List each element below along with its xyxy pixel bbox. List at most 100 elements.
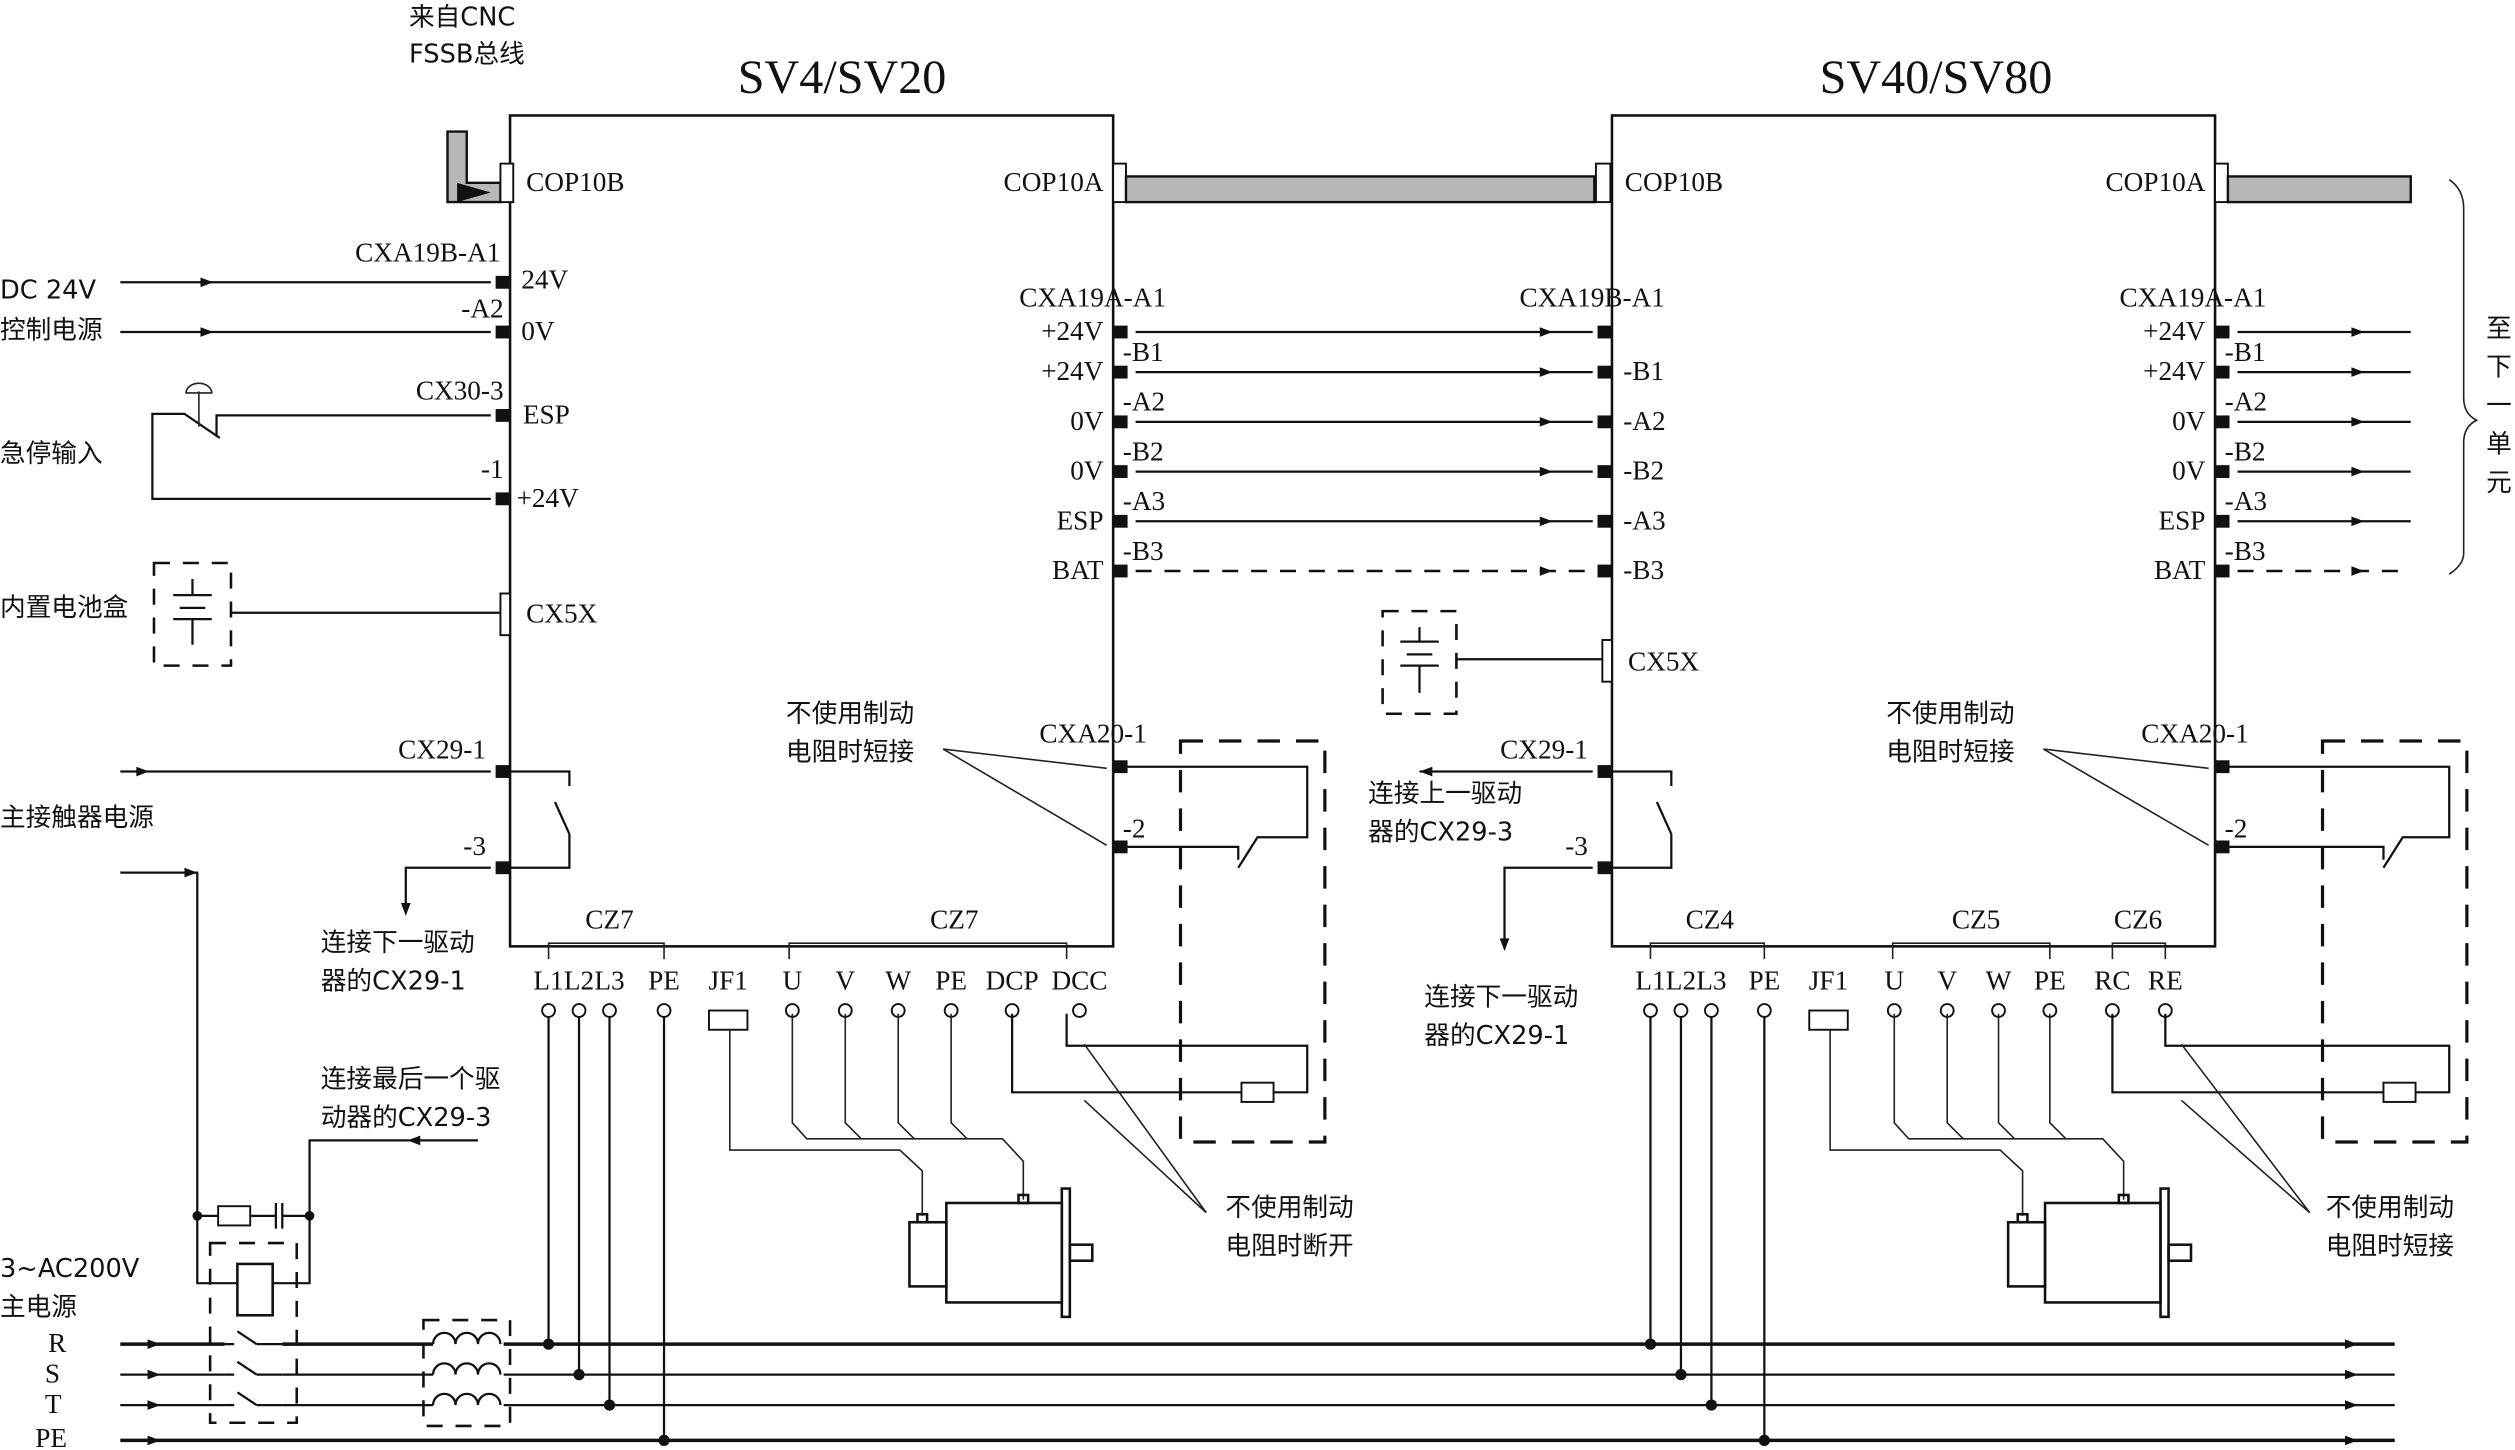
unit2-out-label: +24V <box>2143 316 2206 346</box>
unit1-terminal <box>571 1003 587 1018</box>
unit1-brake-resistor-box <box>1178 739 1327 1144</box>
unit2-in-pin <box>1597 465 1612 478</box>
dc24-label-line1: DC 24V <box>0 275 96 305</box>
unit2-in-pin <box>1597 564 1612 578</box>
unit1-box <box>508 114 1115 948</box>
unit2-terminal <box>1673 1003 1689 1018</box>
unit2-out-pinno: -B3 <box>2225 536 2266 566</box>
unit1-pin-a2: -A2 <box>461 294 503 324</box>
unit1-cx30-label: CX30-3 <box>416 375 504 405</box>
unit1-terminal-label: PE <box>935 966 967 996</box>
unit1-terminal-label: U <box>783 966 803 996</box>
unit2-terminal-label: L2 <box>1666 966 1696 996</box>
phase-t: T <box>45 1389 62 1419</box>
unit2-terminal-label: RE <box>2148 966 2183 996</box>
to-next-cx29-1-line1: 连接下一驱动 <box>321 928 475 958</box>
unit1-pin-esp: ESP <box>523 399 570 429</box>
unit2-cop10b-label: COP10B <box>1625 167 1723 197</box>
unit2-terminal-label: PE <box>2034 966 2066 996</box>
unit1-cop10a-label: COP10A <box>1004 167 1104 197</box>
junction-dot <box>658 1434 670 1446</box>
unit1-power-group: CZ7 <box>585 905 633 935</box>
unit2-out-pin <box>2215 564 2230 578</box>
unit2-terminal <box>1704 1003 1719 1018</box>
unit1-jf1-port <box>707 1009 749 1031</box>
arrow-icon <box>1539 367 1553 377</box>
unit1-cxa20-pin2: -2 <box>1123 813 1146 843</box>
mains-label-line2: 主电源 <box>0 1292 77 1322</box>
unit2-in-pin <box>1597 415 1612 429</box>
arrow-icon <box>2344 1435 2358 1446</box>
unit1-out-pinno: -B3 <box>1123 536 1164 566</box>
unit2-regen-group: CZ6 <box>2114 905 2162 935</box>
next-unit-char: 一 <box>2486 391 2512 421</box>
next-unit-char: 至 <box>2486 314 2512 344</box>
unit2-out-pin <box>2215 514 2230 528</box>
unit2-out-label: +24V <box>2143 356 2206 386</box>
arrow-icon <box>2351 566 2365 576</box>
fssb-next-cable <box>2226 175 2412 204</box>
arrow-icon <box>2351 466 2365 477</box>
unit2-terminal-label: PE <box>1748 966 1780 996</box>
arrow-icon <box>2344 1400 2358 1410</box>
fssb-arrow-icon <box>457 182 491 203</box>
unit2-out-pinno: -B2 <box>2225 436 2266 466</box>
junction-dot <box>542 1338 555 1350</box>
unit1-cop10a-port <box>1112 162 1127 204</box>
unit2-cx29-label: CX29-1 <box>1500 735 1588 765</box>
unit1-out-pin <box>1113 415 1128 429</box>
unit2-input-pins: -B1-A2-B2-A3-B3 <box>1597 325 1666 585</box>
unit1-cop10b-port <box>499 162 515 204</box>
unit1-out-pinno: -B1 <box>1123 337 1164 367</box>
unit2-brake-resistor-icon <box>2382 1081 2417 1103</box>
unit2-jf1-port <box>1808 1009 1849 1031</box>
unit1-cop10b-label: COP10B <box>526 167 624 197</box>
brake-short-u2-line2: 电阻时短接 <box>1886 737 2014 767</box>
unit1-cx29-pin3: -3 <box>463 831 486 861</box>
unit1-terminal-label: DCP <box>986 966 1039 996</box>
unit1-out-pin <box>1113 514 1128 528</box>
brake-open-line2: 电阻时断开 <box>1225 1231 1353 1261</box>
unit2-in-pin <box>1597 365 1612 379</box>
to-next-cx29-1-line2: 器的CX29-1 <box>321 967 466 997</box>
unit1-brake-resistor-icon <box>1240 1081 1275 1103</box>
unit1-out-label: +24V <box>1041 316 1104 346</box>
unit2-cxa19a-label: CXA19A-A1 <box>2120 282 2267 312</box>
next-unit-char: 元 <box>2486 468 2512 498</box>
unit2-terminal <box>1756 1003 1772 1018</box>
junction-dot <box>1644 1338 1657 1350</box>
brake-short-u1-line2: 电阻时短接 <box>786 737 914 767</box>
unit2-cx29-pin3: -3 <box>1565 831 1588 861</box>
unit2-out-pin <box>2215 325 2230 339</box>
unit1-out-pin <box>1113 465 1128 478</box>
junction-dot <box>603 1399 616 1411</box>
estop-button-icon <box>185 382 213 394</box>
unit1-out-label: ESP <box>1057 505 1104 535</box>
unit2-in-pinno: -A2 <box>1623 406 1665 436</box>
unit2-cop10a-label: COP10A <box>2105 167 2205 197</box>
unit2-cxa20-label: CXA20-1 <box>2141 719 2248 749</box>
arrow-icon <box>2351 327 2365 337</box>
arrow-icon <box>2351 367 2365 377</box>
main-contactor-icon <box>208 1241 299 1425</box>
unit2-title: SV40/SV80 <box>1820 51 2053 104</box>
unit2-out-label: ESP <box>2158 505 2205 535</box>
phase-pe: PE <box>35 1423 67 1450</box>
unit2-terminal-label: W <box>1986 966 2012 996</box>
unit2-out-pin <box>2215 465 2230 478</box>
unit2-motor-group: CZ5 <box>1952 905 2000 935</box>
unit1-out-pinno: -A3 <box>1123 486 1165 516</box>
junction-dot <box>1758 1434 1770 1446</box>
arrow-icon <box>147 1369 161 1380</box>
brake-short-u2b-line2: 电阻时短接 <box>2326 1231 2454 1261</box>
unit1-terminal <box>1072 1003 1087 1018</box>
unit2-in-pinno: -B3 <box>1623 555 1664 585</box>
brake-open-line1: 不使用制动 <box>1225 1193 1353 1223</box>
unit2-terminal-label: L1 <box>1635 966 1665 996</box>
unit1-terminal <box>656 1003 672 1018</box>
next-unit-brace <box>2448 178 2479 575</box>
arrow-icon <box>1539 516 1553 527</box>
arrow-icon <box>1539 327 1553 337</box>
